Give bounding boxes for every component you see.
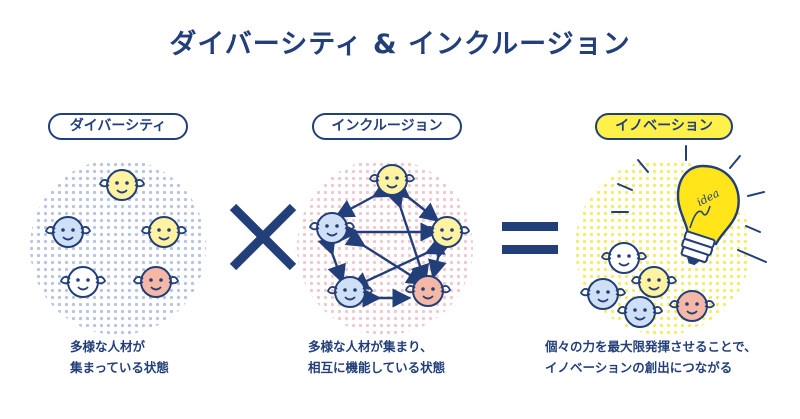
light-rays: [611, 145, 767, 263]
inclusion-label: インクルージョン: [312, 113, 462, 140]
equals-icon: [502, 222, 558, 254]
inclusion-arrows: [317, 179, 452, 308]
diversity-label: ダイバーシティ: [48, 113, 188, 140]
multiply-icon: [229, 203, 297, 271]
page-title: ダイバーシティ & インクルージョン: [169, 29, 631, 60]
inclusion-caption: 多様な人材が集まり、 相互に機能している状態: [308, 339, 446, 375]
innovation-label: イノベーション: [595, 113, 733, 140]
lightbulb-icon: idea: [676, 164, 740, 266]
diversity-caption: 多様な人材が 集まっている状態: [70, 339, 169, 375]
innovation-caption: 個々の力を最大限発揮させることで、 イノベーションの創出につながる: [545, 339, 757, 375]
